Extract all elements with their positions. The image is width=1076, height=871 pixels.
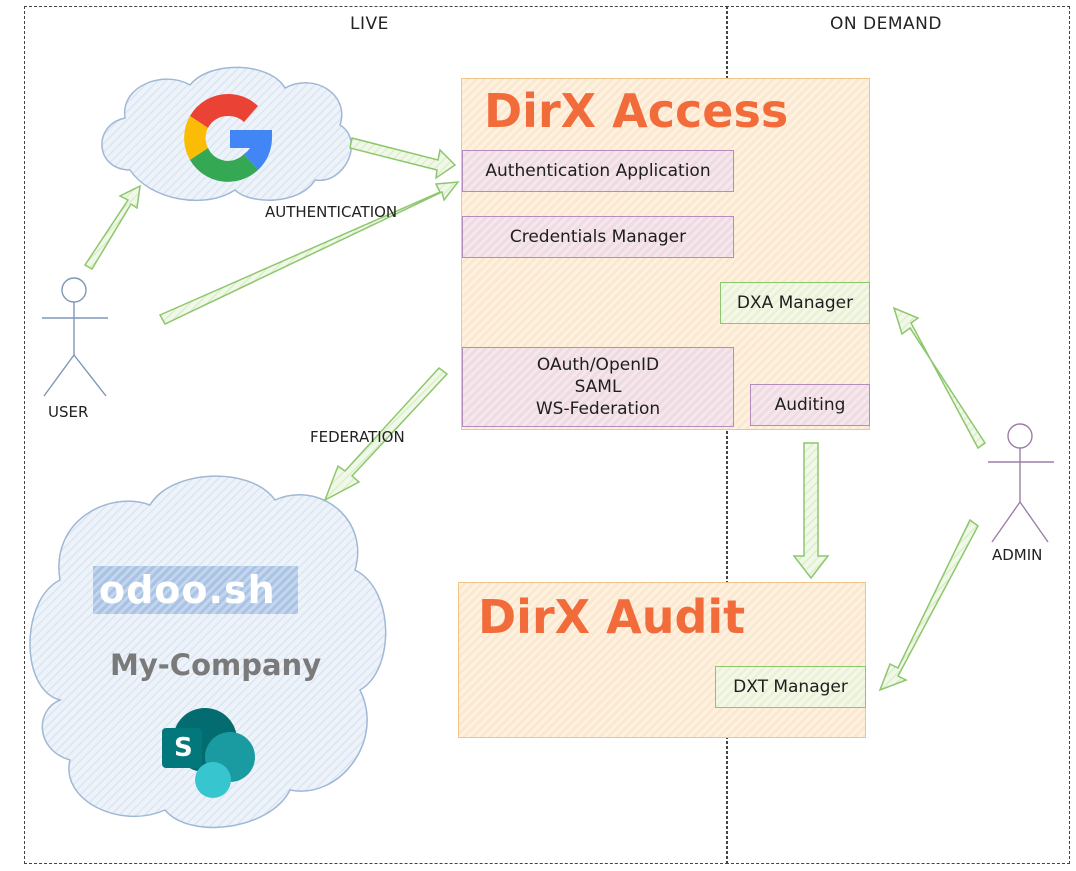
- user-actor-icon: [42, 277, 108, 397]
- company-name: My-Company: [110, 648, 322, 682]
- authentication-label: AUTHENTICATION: [265, 203, 398, 221]
- federation-protocols-box[interactable]: OAuth/OpenID SAML WS-Federation: [462, 347, 734, 427]
- company-cloud: [29, 475, 387, 829]
- protocol-ws-federation: WS-Federation: [535, 399, 661, 419]
- admin-label: ADMIN: [992, 546, 1043, 564]
- federation-label: FEDERATION: [310, 428, 405, 446]
- arrow-user-to-dirx-access: [158, 181, 460, 325]
- zone-live-label: LIVE: [350, 14, 389, 34]
- auditing-box[interactable]: Auditing: [750, 384, 870, 426]
- sharepoint-logo-letter: S: [174, 733, 193, 763]
- zone-live: [24, 6, 728, 864]
- dirx-audit-title: DirX Audit: [478, 590, 746, 644]
- odoo-logo-text: odoo.sh: [99, 568, 276, 612]
- arrow-admin-to-dxa-manager: [892, 306, 987, 450]
- arrow-dirx-access-federation: [323, 366, 449, 502]
- zone-on-demand: [726, 6, 1070, 864]
- google-logo-icon: [184, 94, 272, 182]
- zone-on-demand-label: ON DEMAND: [830, 14, 942, 34]
- protocol-oauth-openid: OAuth/OpenID: [536, 355, 660, 375]
- dxa-manager-box[interactable]: DXA Manager: [720, 282, 870, 324]
- sharepoint-logo-icon: [162, 708, 255, 798]
- arrow-user-to-google: [83, 184, 141, 271]
- admin-actor-icon: [988, 423, 1054, 543]
- arrow-access-to-audit: [792, 442, 830, 580]
- user-label: USER: [48, 403, 89, 421]
- google-cloud: [101, 66, 352, 202]
- arrow-google-to-dirx-access: [349, 137, 457, 180]
- protocol-saml: SAML: [574, 377, 622, 397]
- dirx-audit-panel: [458, 582, 866, 738]
- authentication-application-box[interactable]: Authentication Application: [462, 150, 734, 192]
- dirx-access-title: DirX Access: [484, 84, 789, 138]
- dxt-manager-box[interactable]: DXT Manager: [715, 666, 866, 708]
- arrow-admin-to-dxt-manager: [878, 518, 979, 692]
- odoo-logo: odoo.sh: [93, 566, 298, 614]
- credentials-manager-box[interactable]: Credentials Manager: [462, 216, 734, 258]
